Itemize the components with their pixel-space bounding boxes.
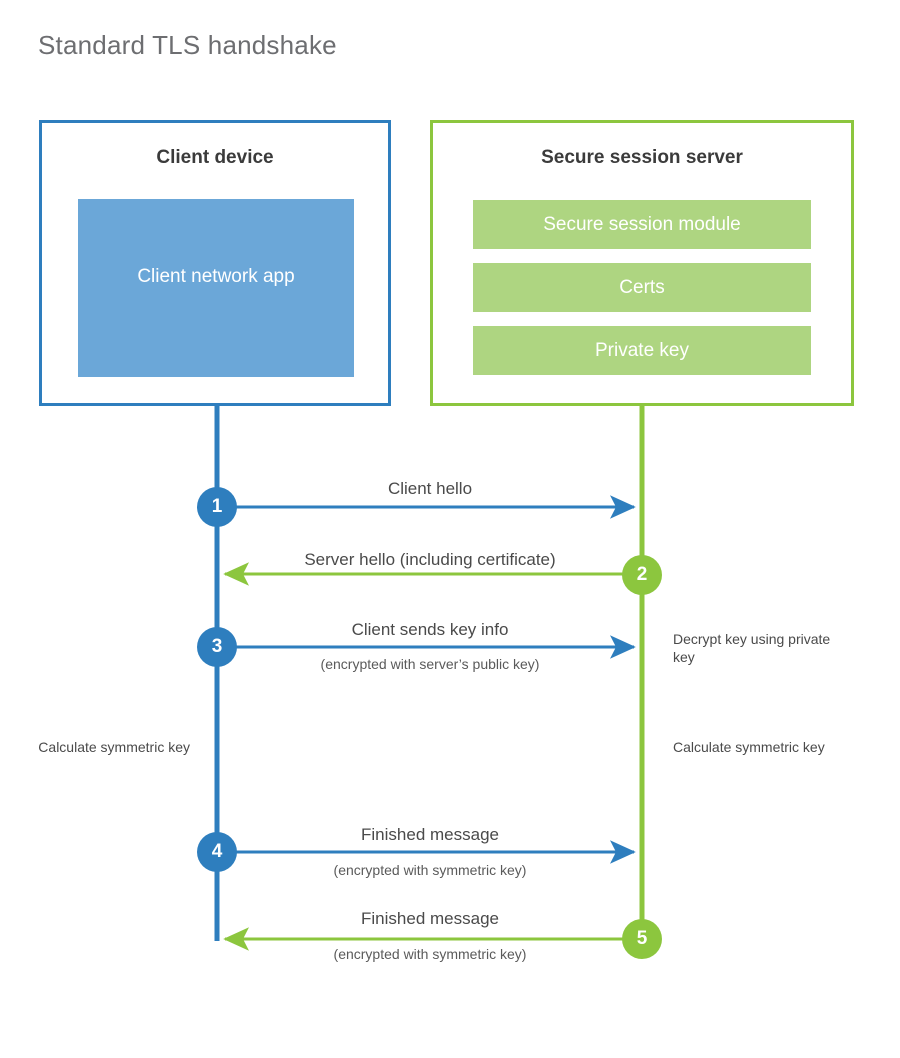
step-badge-1: 1 <box>197 487 237 527</box>
client-network-app-block: Client network app <box>78 199 354 377</box>
step-3-label: Client sends key info <box>351 620 509 639</box>
server-block-private-key: Private key <box>473 326 811 375</box>
step-number: 5 <box>636 928 648 949</box>
step-badge-4: 4 <box>197 832 237 872</box>
step-badge-5: 5 <box>622 919 662 959</box>
annotation-calculate-symmetric-key-client: Calculate symmetric key <box>38 739 190 755</box>
step-3-sublabel: (encrypted with server’s public key) <box>320 656 540 672</box>
step-badge-2: 2 <box>622 555 662 595</box>
step-1-label: Client hello <box>387 479 473 498</box>
annotation-decrypt-key: Decrypt key using private key <box>673 631 831 666</box>
step-4-label: Finished message <box>361 825 499 844</box>
step-5-sublabel: (encrypted with symmetric key) <box>333 946 527 962</box>
secure-session-server-title: Secure session server <box>541 147 743 168</box>
server-block-label: Private key <box>595 339 689 361</box>
server-block-secure-session-module: Secure session module <box>473 200 811 249</box>
annotation-calculate-symmetric-key-server: Calculate symmetric key <box>673 739 825 755</box>
step-number: 2 <box>636 564 648 585</box>
page-title: Standard TLS handshake <box>38 30 337 60</box>
client-network-app-label: Client network app <box>137 265 295 287</box>
client-device-title: Client device <box>156 147 274 168</box>
step-4-sublabel: (encrypted with symmetric key) <box>333 862 527 878</box>
server-block-label: Certs <box>619 276 665 298</box>
step-2-label: Server hello (including certificate) <box>304 550 556 569</box>
step-number: 4 <box>211 841 223 862</box>
step-badge-3: 3 <box>197 627 237 667</box>
server-block-label: Secure session module <box>543 213 741 235</box>
client-device-box: Client device Client network app <box>39 120 391 406</box>
step-number: 3 <box>211 636 223 657</box>
server-block-certs: Certs <box>473 263 811 312</box>
step-number: 1 <box>211 496 223 517</box>
step-5-label: Finished message <box>361 909 499 928</box>
secure-session-server-box: Secure session server Secure session mod… <box>430 120 854 406</box>
